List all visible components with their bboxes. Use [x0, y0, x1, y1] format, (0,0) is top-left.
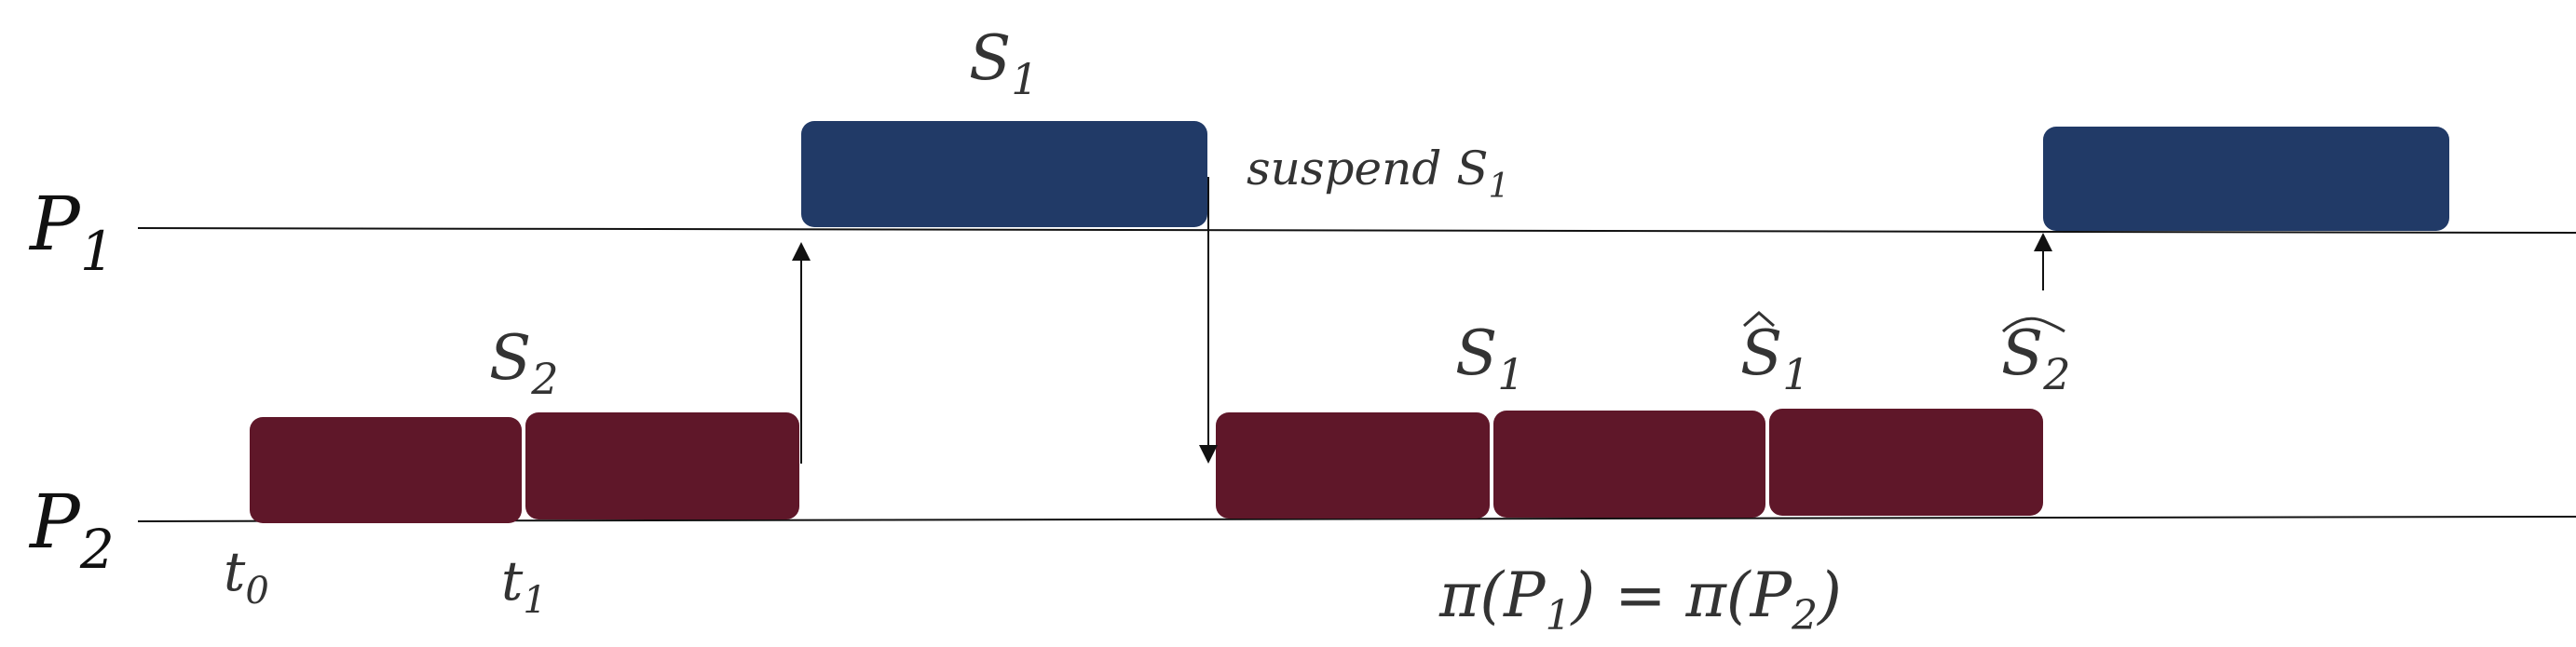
p1-label: P1	[28, 181, 115, 283]
label-t1: t1	[501, 549, 547, 622]
p2-block-4	[1493, 411, 1765, 518]
p2-block-3	[1216, 412, 1490, 519]
label-s1-top: S1	[969, 22, 1039, 104]
p1-timeline	[137, 227, 2576, 234]
p2-block-1	[250, 417, 522, 523]
p2-label: P2	[28, 479, 115, 581]
label-s2-hat: S2	[2001, 317, 2071, 399]
label-t0: t0	[224, 540, 269, 613]
label-s2: S2	[489, 322, 559, 404]
p2-block-5	[1769, 409, 2043, 516]
p2-block-2	[525, 412, 799, 519]
p1-block-resume	[2043, 127, 2449, 231]
label-priority-equality: π(P1) = π(P2)	[1438, 559, 1842, 640]
label-suspend-s1: suspend S1	[1247, 142, 1509, 206]
hat-mark-s1	[1743, 311, 1775, 328]
p1-block-s1	[801, 121, 1207, 227]
p2-timeline	[137, 516, 2576, 522]
label-s1-p2: S1	[1455, 317, 1525, 399]
label-s1-hat: S1	[1740, 317, 1810, 399]
hat-mark-s2	[2001, 317, 2065, 333]
